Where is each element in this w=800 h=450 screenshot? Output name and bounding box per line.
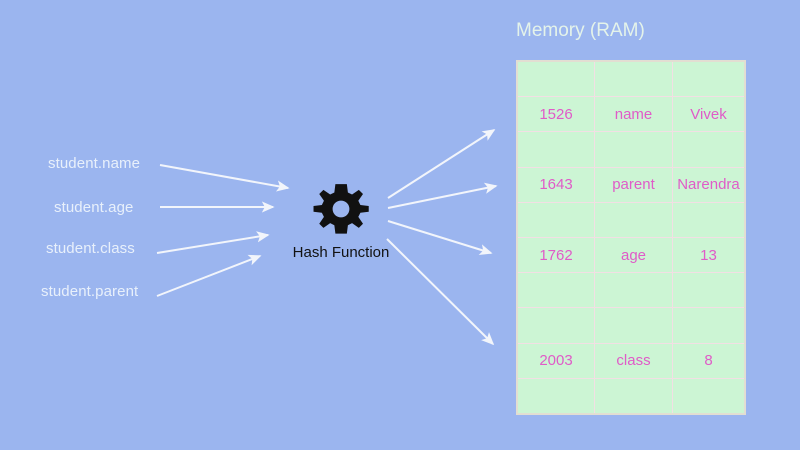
- memory-cell: parent: [595, 167, 673, 202]
- memory-cell: 2003: [518, 343, 595, 378]
- memory-cell: [673, 273, 744, 307]
- memory-cell: [673, 132, 744, 166]
- memory-row: [518, 308, 744, 344]
- hash-function-label: Hash Function: [292, 244, 390, 261]
- memory-cell: [673, 203, 744, 237]
- input-label-student-name: student.name: [48, 155, 141, 172]
- memory-row: [518, 132, 744, 168]
- memory-row: [518, 202, 744, 239]
- memory-cell: [518, 132, 595, 167]
- memory-cell: 1526: [518, 97, 595, 132]
- memory-row: [518, 378, 744, 414]
- arrow-hash-to-slot-2003: [386, 238, 495, 346]
- memory-title: Memory (RAM): [516, 20, 645, 41]
- memory-cell: [673, 62, 744, 96]
- memory-cell: [518, 202, 595, 238]
- memory-cell: [595, 308, 673, 343]
- memory-cell: class: [595, 343, 673, 378]
- arrow-student-class-to-hash: [156, 231, 270, 254]
- memory-cell: Vivek: [690, 105, 727, 123]
- input-label-student-parent: student.parent: [41, 283, 139, 300]
- arrows-inputs-to-hash: [156, 164, 290, 297]
- memory-cell: [673, 379, 744, 413]
- memory-cell: Narendra: [677, 176, 740, 194]
- arrow-hash-to-slot-1762: [387, 220, 493, 256]
- gear-icon: [274, 180, 408, 238]
- memory-cell: 1643: [518, 167, 595, 202]
- arrow-hash-to-slot-1526: [387, 129, 496, 199]
- memory-cell: [595, 132, 673, 167]
- memory-row: [518, 273, 744, 309]
- memory-cell: [595, 202, 673, 238]
- arrow-student-name-to-hash: [159, 164, 290, 192]
- memory-cell: age: [595, 238, 673, 273]
- memory-cell: name: [595, 97, 673, 132]
- memory-cell: [518, 308, 595, 343]
- memory-cell: [595, 273, 673, 308]
- memory-row: [518, 62, 744, 98]
- memory-cell: [518, 62, 595, 97]
- hash-function-node: Hash Function: [274, 180, 408, 261]
- memory-cell: [595, 62, 673, 97]
- input-label-student-class: student.class: [46, 240, 135, 257]
- arrow-student-parent-to-hash: [156, 254, 262, 297]
- memory-cell: [518, 273, 595, 308]
- arrows-hash-to-memory: [386, 129, 498, 346]
- memory-cell: [673, 308, 744, 342]
- memory-cell: 1762: [518, 238, 595, 273]
- memory-cell: 8: [704, 352, 713, 370]
- arrow-hash-to-slot-1643: [387, 182, 498, 209]
- memory-cell: [518, 378, 595, 414]
- input-label-student-age: student.age: [54, 199, 134, 216]
- memory-cell: [595, 378, 673, 414]
- memory-cell: 13: [700, 246, 717, 264]
